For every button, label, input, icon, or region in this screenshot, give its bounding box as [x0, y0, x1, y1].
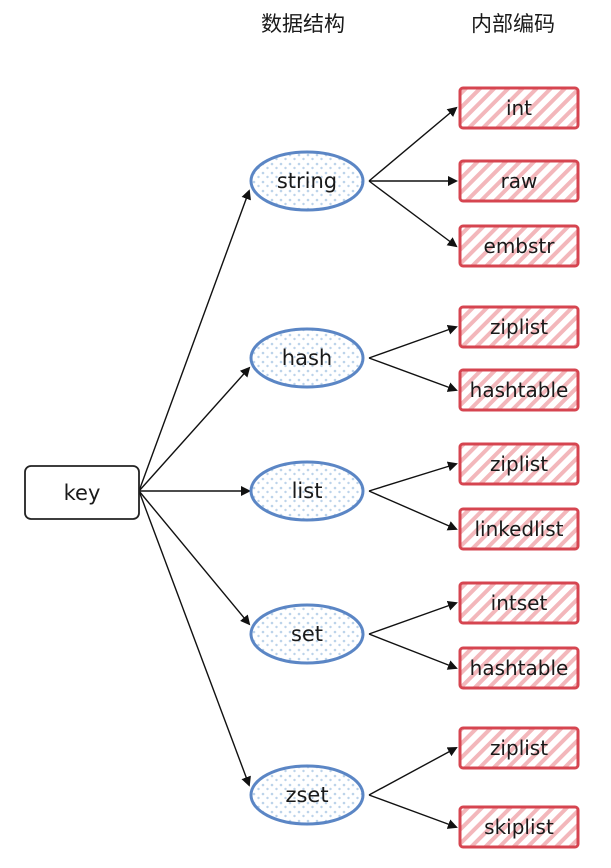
arrow-string-to-embstr [368, 180, 458, 248]
structure-ellipse-set [249, 603, 365, 665]
header-encoding: 内部编码 [471, 12, 555, 36]
encoding-label: intset [491, 591, 548, 615]
structure-ellipse-list [249, 460, 365, 522]
structure-label-zset: zset [285, 783, 328, 807]
structure-ellipse-hash [249, 327, 365, 389]
encoding-node-list-ziplist: ziplist [458, 442, 580, 486]
key-box [24, 465, 140, 520]
encoding-box [458, 726, 580, 770]
encoding-box [458, 581, 580, 625]
encoding-label: hashtable [470, 378, 569, 402]
key-label: key [64, 481, 101, 505]
encoding-label: raw [501, 169, 538, 193]
encoding-box [458, 159, 580, 203]
structure-node-zset: zset [249, 764, 365, 826]
header-data-structure: 数据结构 [261, 12, 345, 36]
encoding-label: int [506, 96, 532, 120]
structure-label-hash: hash [282, 346, 332, 370]
arrow-key-to-hash [138, 366, 251, 492]
structure-label-string: string [277, 169, 337, 193]
arrow-list-to-ziplist [368, 461, 458, 492]
encoding-box [458, 305, 580, 349]
encoding-label: skiplist [484, 815, 554, 839]
encoding-box [458, 224, 580, 268]
structure-node-string: string [249, 150, 365, 212]
encoding-box [458, 507, 580, 551]
encoding-label: hashtable [470, 656, 569, 680]
encoding-label: ziplist [490, 315, 548, 339]
structure-label-list: list [292, 479, 323, 503]
arrow-hash-to-hashtable [368, 357, 458, 392]
encoding-box [458, 368, 580, 412]
key-node: key [24, 465, 140, 520]
arrow-key-to-zset [138, 490, 251, 787]
encoding-node-list-linkedlist: linkedlist [458, 507, 580, 551]
encoding-box [458, 646, 580, 690]
encodings-layer: int raw embstr ziplist hashtable ziplist linke… [458, 86, 580, 849]
encoding-label: embstr [484, 234, 556, 258]
structure-ellipse-zset [249, 764, 365, 826]
encoding-node-hash-ziplist: ziplist [458, 305, 580, 349]
arrow-set-to-hashtable [368, 633, 458, 670]
encoding-node-zset-ziplist: ziplist [458, 726, 580, 770]
arrows-layer [138, 106, 458, 829]
encoding-box [458, 442, 580, 486]
encoding-label: ziplist [490, 452, 548, 476]
encoding-node-string-int: int [458, 86, 580, 130]
arrow-hash-to-ziplist [368, 324, 458, 359]
encoding-node-string-embstr: embstr [458, 224, 580, 268]
encoding-label: linkedlist [474, 517, 563, 541]
encoding-box [458, 805, 580, 849]
arrow-zset-to-skiplist [368, 794, 458, 829]
arrow-string-to-int [368, 106, 458, 182]
encoding-node-set-hashtable: hashtable [458, 646, 580, 690]
structure-node-list: list [249, 460, 365, 522]
arrow-set-to-intset [368, 600, 458, 635]
encoding-node-zset-skiplist: skiplist [458, 805, 580, 849]
arrow-key-to-string [138, 189, 251, 492]
structure-node-hash: hash [249, 327, 365, 389]
encoding-node-set-intset: intset [458, 581, 580, 625]
encoding-node-hash-hashtable: hashtable [458, 368, 580, 412]
arrow-key-to-set [138, 490, 251, 626]
structure-label-set: set [291, 622, 323, 646]
encoding-box [458, 86, 580, 130]
arrow-zset-to-ziplist [368, 747, 458, 796]
arrow-list-to-linkedlist [368, 490, 458, 531]
structure-ellipse-string [249, 150, 365, 212]
structure-node-set: set [249, 603, 365, 665]
structures-layer: string hash list set zset [249, 150, 365, 826]
encoding-label: ziplist [490, 736, 548, 760]
encoding-node-string-raw: raw [458, 159, 580, 203]
